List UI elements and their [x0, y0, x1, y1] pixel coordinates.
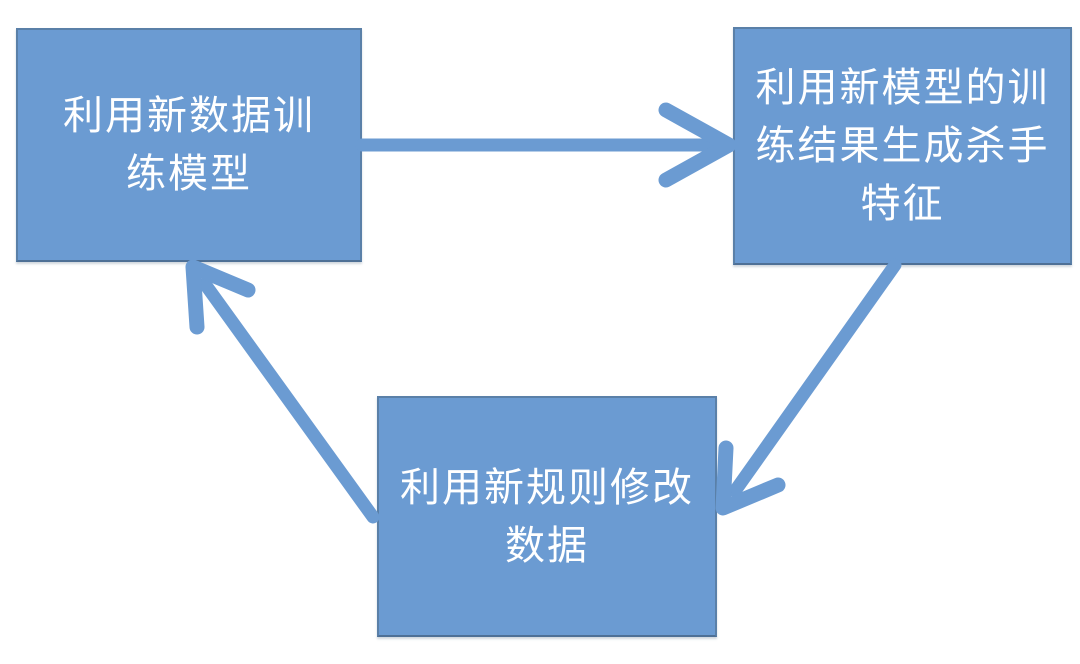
label-line: 特征 [860, 181, 945, 227]
arrow-features-to-modify [715, 258, 902, 516]
flow-box-train-model-label: 利用新数据训 练模型 [18, 87, 360, 203]
arrow-modify-to-train [185, 259, 380, 524]
flow-box-modify-data: 利用新规则修改 数据 [377, 396, 717, 637]
arrow-train-to-features [355, 102, 737, 188]
label-line: 练结果生成杀手 [755, 123, 1050, 169]
label-line: 练模型 [126, 151, 252, 197]
flow-box-train-model: 利用新数据训 练模型 [16, 28, 362, 262]
label-line: 数据 [505, 522, 589, 569]
label-line: 利用新模型的训 [755, 65, 1050, 111]
flow-box-modify-data-label: 利用新规则修改 数据 [379, 459, 715, 575]
label-line: 利用新规则修改 [400, 464, 694, 511]
label-line: 利用新数据训 [63, 93, 315, 139]
flow-box-generate-killer-features-label: 利用新模型的训 练结果生成杀手 特征 [735, 59, 1070, 233]
flow-box-generate-killer-features: 利用新模型的训 练结果生成杀手 特征 [733, 27, 1072, 265]
